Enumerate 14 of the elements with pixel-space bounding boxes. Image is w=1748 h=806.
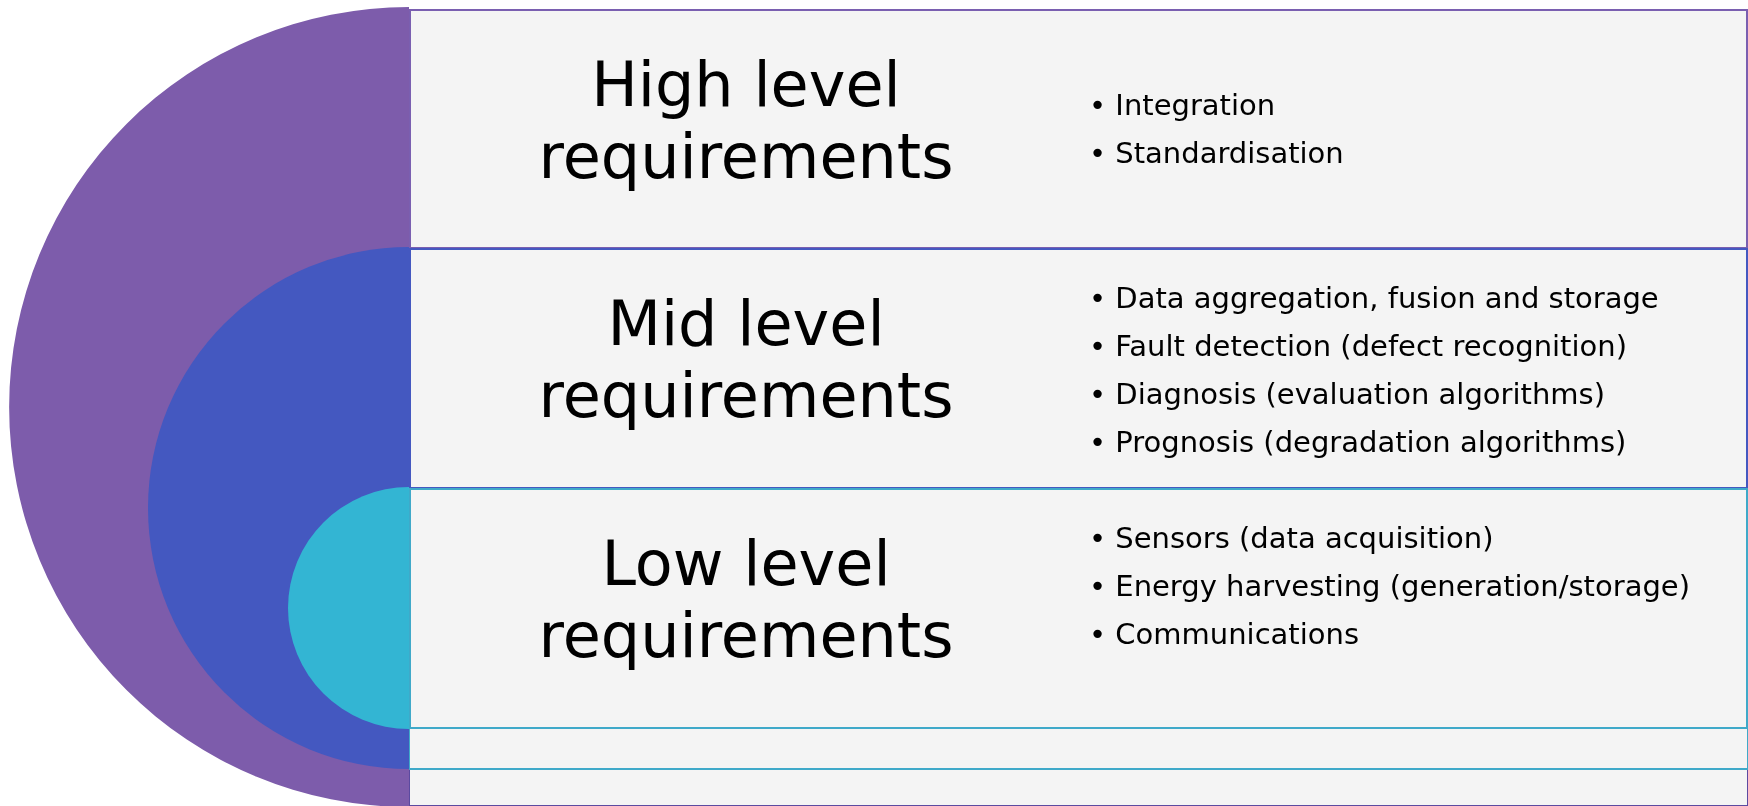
bullet-item: • Energy harvesting (generation/storage) <box>1089 568 1690 605</box>
bullet-item: • Fault detection (defect recognition) <box>1089 328 1628 365</box>
level-band <box>409 9 1748 249</box>
level-band <box>409 248 1748 489</box>
level-heading: High level requirements <box>537 49 955 193</box>
bullet-item: • Integration <box>1089 87 1277 124</box>
bullet-item: • Standardisation <box>1089 135 1344 172</box>
level-heading: Low level requirements <box>537 528 955 672</box>
bullet-item: • Prognosis (degradation algorithms) <box>1089 424 1628 461</box>
level-heading: Mid level requirements <box>537 288 955 432</box>
bullet-item: • Sensors (data acquisition) <box>1089 520 1495 557</box>
bullet-item: • Data aggregation, fusion and storage <box>1089 280 1659 317</box>
bullet-item: • Diagnosis (evaluation algorithms) <box>1089 376 1606 413</box>
bullet-item: • Communications <box>1089 616 1360 653</box>
